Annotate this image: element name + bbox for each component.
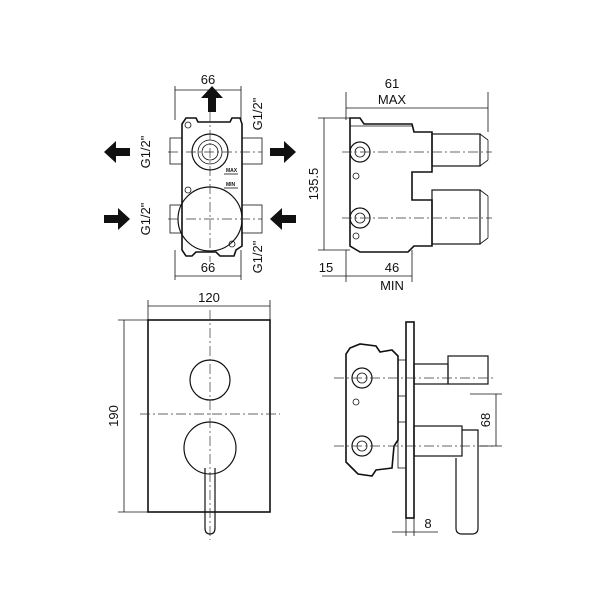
dim-plate-width: 120 — [198, 290, 220, 305]
mark-min: MIN — [226, 182, 236, 188]
side-spindle-upper — [431, 133, 481, 167]
valve-side-view: 61 MAX 135.5 15 46 — [306, 76, 492, 293]
port-label-right-top: G1/2" — [250, 97, 265, 130]
arrow-left-top-icon — [104, 141, 130, 163]
assembly-lever — [455, 429, 479, 535]
port-label-left-top: G1/2" — [138, 135, 153, 168]
assembly-diverter-knob — [447, 355, 489, 385]
arrow-right-top-icon — [270, 141, 296, 163]
dim-depth-max-label: MAX — [378, 92, 407, 107]
dim-depth-min-value: 46 — [385, 260, 399, 275]
dim-depth-max-value: 61 — [385, 76, 399, 91]
cover-plate — [147, 319, 271, 513]
dim-handle-offset: 68 — [478, 413, 493, 427]
arrow-left-bottom-icon — [104, 208, 130, 230]
assembly-body-outline — [345, 343, 399, 477]
mark-max: MAX — [226, 168, 238, 174]
port-label-left-bottom: G1/2" — [138, 202, 153, 235]
arrow-up-icon — [201, 86, 223, 112]
assembly-handle-base — [413, 425, 463, 457]
plate-front-view: 120 190 — [106, 290, 280, 540]
dim-depth-min-label: MIN — [380, 278, 404, 293]
dim-plate-thickness: 8 — [424, 516, 431, 531]
port-label-right-bottom: G1/2" — [250, 240, 265, 273]
assembly-plate — [405, 321, 415, 519]
valve-front-view: 66 MAX MIN 66 — [104, 72, 296, 280]
valve-body-outline — [181, 117, 243, 257]
assembly-side-view: 68 8 — [334, 321, 502, 536]
arrow-right-bottom-icon — [270, 208, 296, 230]
dim-plate-height: 190 — [106, 405, 121, 427]
dim-offset-left: 15 — [319, 260, 333, 275]
side-spindle-lower — [431, 189, 481, 245]
mixer-handle — [183, 421, 237, 475]
dim-width-top: 66 — [201, 72, 215, 87]
dim-width-bottom: 66 — [201, 260, 215, 275]
side-body-outline — [349, 117, 433, 253]
dim-height: 135.5 — [306, 168, 321, 201]
